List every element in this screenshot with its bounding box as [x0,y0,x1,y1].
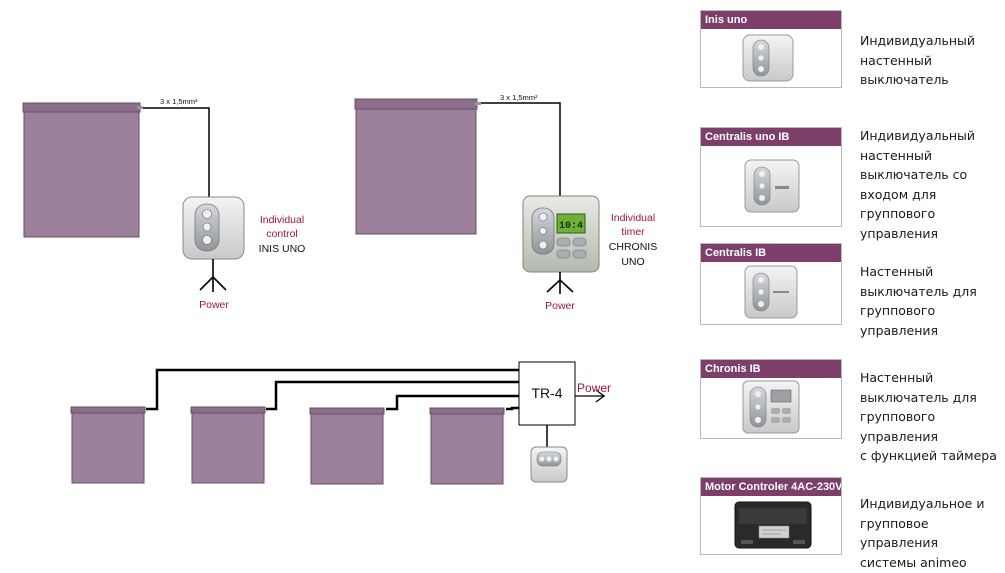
roller-blind-group-2 [190,406,266,484]
roller-blind-group-1 [70,406,146,484]
product-description-centralis-ib: Настенный выключатель для группового упр… [860,264,977,338]
roller-blind-1 [22,102,143,238]
chronis-uno-timer: 10:4 [522,195,600,273]
product-card-chronis-ib: Chronis IB [700,359,842,439]
power-plug-icon [546,272,574,294]
centralis-ib-switch-icon [744,265,798,319]
wire-2 [481,102,561,197]
motor-controller-icon [734,501,812,549]
product-description-motor-controler: Индивидуальное и групповое управления си… [860,496,985,570]
power-label-1: Power [199,299,229,311]
chronis-ib-timer-icon [742,380,800,434]
wiring-diagram: 3 x 1,5mm² Individual control INIS UNO P… [22,93,657,485]
group-wall-switch [530,446,568,483]
product-name: Inis uno [701,11,841,29]
product-card-inis-uno: Inis uno [700,10,842,88]
chronis-title-line-2: timer [621,226,645,238]
roller-blind-2 [354,98,481,235]
wire-label-2: 3 x 1,5mm² [500,93,538,102]
inis-title-line-1: Individual [260,214,304,226]
product-image [701,378,841,438]
chronis-name-line-1: CHRONIS [609,241,657,253]
product-description-centralis-uno-ib: Индивидуальный настенный выключатель со … [860,128,976,241]
product-description-chronis-ib: Настенный выключатель для группового упр… [860,370,997,463]
group-wiring [146,368,519,411]
power-plug-icon [199,259,227,292]
product-card-motor-controler: Motor Controler 4AC-230VAC [700,477,842,555]
tr4-controller-box [518,361,576,426]
tr4-label: TR-4 [531,385,562,401]
product-name: Chronis IB [701,360,841,378]
power-label-2: Power [545,300,575,312]
inis-uno-switch [182,196,245,260]
wire-label-1: 3 x 1,5mm² [160,97,198,106]
inis-name: INIS UNO [259,243,306,255]
inis-title-line-2: control [266,228,298,240]
product-name: Centralis IB [701,244,841,262]
product-name: Motor Controler 4AC-230VAC [701,478,841,496]
roller-blind-group-3 [309,407,385,485]
chronis-name-line-2: UNO [621,256,644,268]
chronis-display: 10:4 [559,221,583,232]
product-image [701,29,841,87]
product-description-inis-uno: Индивидуальный настенный выключатель [860,33,976,87]
roller-blind-group-4 [429,407,505,485]
product-image [701,496,841,554]
tr4-power-label: Power [577,381,611,395]
product-image [701,146,841,226]
inis-uno-switch-icon [742,34,794,82]
chronis-title-line-1: Individual [611,212,655,224]
product-card-centralis-ib: Centralis IB [700,243,842,325]
power-input-arrow-icon [575,389,605,403]
centralis-uno-ib-switch-icon [744,159,800,213]
product-card-centralis-uno-ib: Centralis uno IB [700,127,842,227]
product-name: Centralis uno IB [701,128,841,146]
wire-1 [143,107,210,198]
product-image [701,262,841,324]
